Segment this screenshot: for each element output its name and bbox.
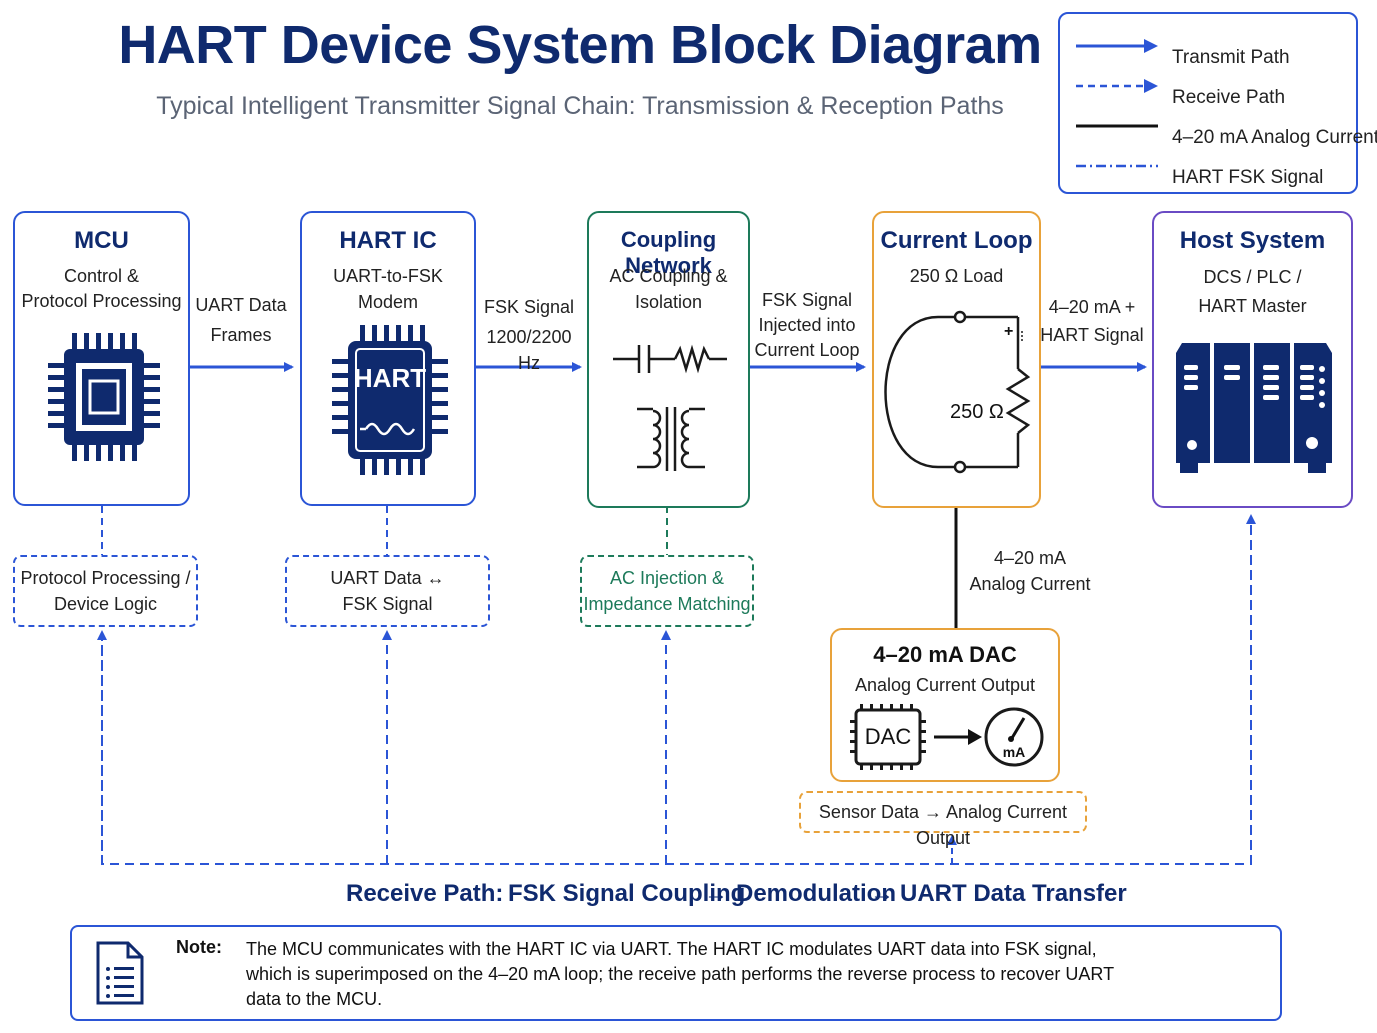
edge-label-line: 4–20 mA + [1048,297,1136,317]
block-title: Current Loop [880,227,1033,254]
receive-path-step: Demodulation [736,880,896,907]
receive-path-summary: Receive Path: FSK Signal Coupling → Demo… [0,880,1377,916]
edge-label-fsk-injected: FSK Signal Injected into Current Loop [752,288,862,363]
legend-label: 4–20 mA Analog Current [1172,127,1377,148]
legend-item-fsk: HART FSK Signal [1060,158,1356,198]
note-box: Note: The MCU communicates with the HART… [70,925,1282,1021]
legend-label: Transmit Path [1172,47,1290,68]
legend-label: HART FSK Signal [1172,167,1324,188]
block-title: MCU [74,227,129,254]
subbox-line: Impedance Matching [583,594,751,614]
loop-resistor-label: 250 Ω [950,401,1004,423]
block-subtitle-line2: HART Master [1198,296,1307,316]
edge-label-analog-current: 4–20 mA Analog Current [968,545,1092,597]
note-text: The MCU communicates with the HART IC vi… [246,939,1114,1009]
edge-label-line: Current Loop [754,340,860,360]
legend-item-receive: Receive Path [1060,78,1356,118]
block-subtitle-line1: Control & [63,266,140,286]
dac-subbox: Sensor Data → Analog Current Output [799,791,1087,848]
edge-label-line: UART Data [195,295,287,315]
dash-dot-line-icon [1076,164,1158,168]
receive-path-step: FSK Signal Coupling [508,880,746,907]
block-title: Coupling Network [620,227,717,278]
block-subtitle-line1: Analog Current Output [854,675,1036,695]
legend-item-transmit: Transmit Path [1060,38,1356,78]
block-subtitle-line1: DCS / PLC / [1203,267,1302,287]
dac-chip-label: DAC [864,724,912,749]
edge-label-fsk-signal: FSK Signal 1200/2200 Hz [474,294,584,376]
dashed-arrow-icon [1076,79,1158,93]
hart-ic-subbox: UART Data ↔ FSK Signal [285,555,490,627]
legend-label: Receive Path [1172,87,1286,108]
edge-label-line: Frames [210,325,272,345]
receive-path-arrow: → [704,880,728,907]
current-loop-block[interactable]: Current Loop 250 Ω Load + 250 Ω [872,211,1041,508]
page-subtitle: Typical Intelligent Transmitter Signal C… [156,92,1004,120]
mcu-subbox: Protocol Processing / Device Logic [13,555,198,627]
subbox-line: AC Injection & [609,568,725,588]
capacitor-resistor-transformer-icon [613,344,727,471]
coupling-network-block[interactable]: Coupling Network AC Coupling & Isolation [587,211,750,508]
hart-chip-label: HART [353,363,427,393]
edge-label-uart-frames: UART Data Frames [192,292,290,348]
edge-label-loop-host: 4–20 mA + HART Signal [1040,294,1144,348]
edge-label-line: FSK Signal [483,297,575,317]
solid-arrow-icon [1076,39,1158,53]
edge-label-line: Analog Current [969,574,1091,594]
block-subtitle-line2: Protocol Processing [21,291,182,311]
hart-ic-block[interactable]: HART IC UART-to-FSK Modem HART [300,211,476,506]
host-system-block[interactable]: Host System DCS / PLC / HART Master [1152,211,1353,508]
loop-resistor-icon [884,310,1031,474]
receive-path-step: UART Data Transfer [900,880,1127,907]
coupling-subbox: AC Injection & Impedance Matching [580,555,754,627]
note-label: Note: [176,937,222,957]
block-title: HART IC [339,227,437,254]
mcu-block[interactable]: MCU Control & Protocol Processing [13,211,190,506]
subbox-line: Protocol Processing / [20,568,191,588]
loop-plus-label: + [1004,323,1014,340]
edge-label-line: HART Signal [1040,325,1144,345]
edge-label-line: 4–20 mA [993,548,1067,568]
solid-black-line-icon [1076,124,1158,128]
subbox-line: Device Logic [53,594,158,614]
block-subtitle-line2: Isolation [634,292,703,312]
document-icon [96,941,144,1005]
block-subtitle-line1: UART-to-FSK Modem [333,266,443,312]
subbox-line: UART Data ↔ [330,568,445,588]
hart-modem-chip-icon [332,325,448,475]
subbox-line: Sensor Data → Analog Current Output [818,802,1068,848]
microcontroller-chip-icon [48,333,160,461]
legend: Transmit Path Receive Path 4–20 mA Analo… [1058,12,1377,194]
edge-label-line: Injected into [758,315,856,335]
edge-label-line: FSK Signal [761,290,853,310]
block-title: 4–20 mA DAC [873,642,1017,667]
dac-meter-icon [850,704,1044,770]
meter-unit-label: mA [1002,744,1026,760]
block-subtitle-line1: 250 Ω Load [909,266,1004,286]
block-title: Host System [1179,227,1326,254]
dac-block[interactable]: 4–20 mA DAC Analog Current Output DAC mA [830,628,1060,782]
subbox-line: FSK Signal [342,594,433,614]
block-subtitle-line1: AC Coupling & [609,266,728,286]
server-rack-icon [1176,343,1332,473]
legend-item-analog: 4–20 mA Analog Current [1060,118,1377,158]
receive-path-arrow: → [870,880,894,907]
edge-label-line: 1200/2200 Hz [486,327,572,373]
receive-path-label: Receive Path: [346,880,504,907]
page-title: HART Device System Block Diagram [118,15,1042,75]
